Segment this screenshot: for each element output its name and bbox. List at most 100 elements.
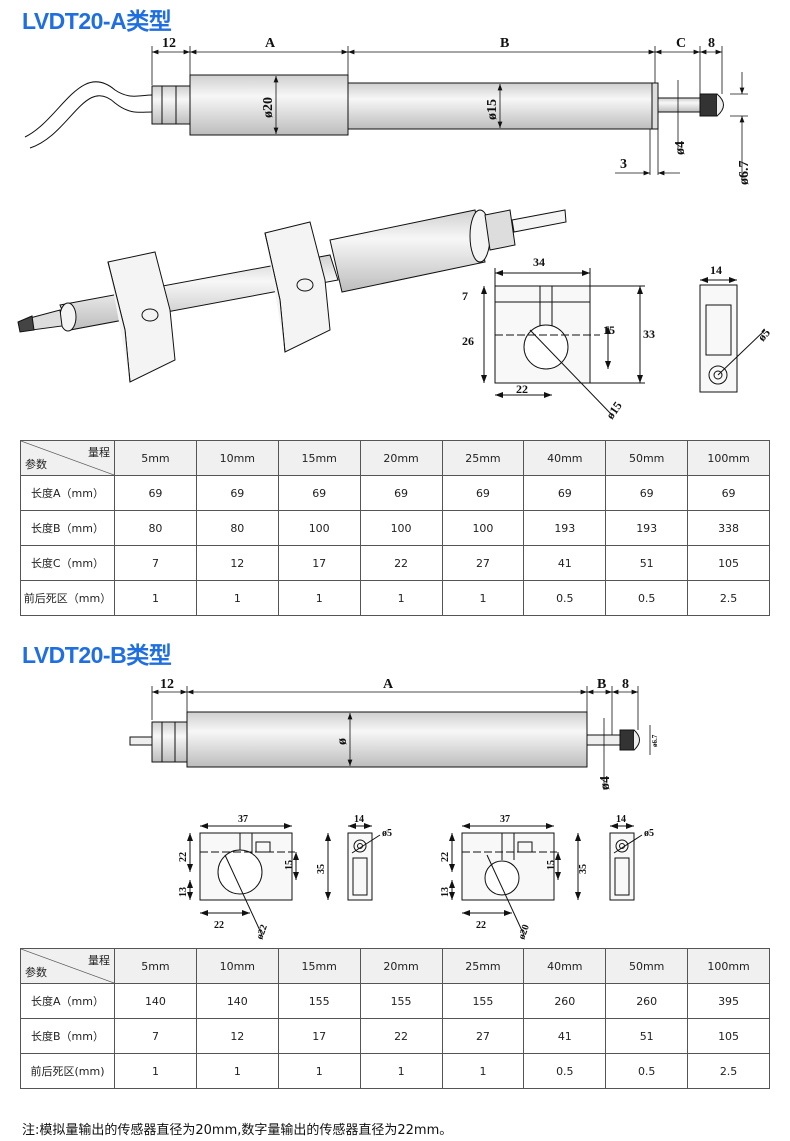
dim-8: 8: [708, 36, 715, 51]
dim-c: C: [676, 36, 686, 51]
br-side-dim-dia5: ø5: [644, 828, 654, 839]
bracket-b-left-front-view: [187, 823, 331, 936]
br-dim-13: 13: [440, 887, 451, 897]
br-dim-22w: 22: [476, 920, 486, 931]
range-header: 15mm: [277, 948, 361, 984]
table-cell: 69: [277, 475, 361, 511]
table-cell: 100: [359, 510, 443, 546]
bl-side-dim-dia5: ø5: [382, 828, 392, 839]
table-cell: 260: [605, 983, 689, 1019]
table-cell: 1: [359, 580, 443, 616]
bracket-dim-33: 33: [643, 327, 655, 341]
bracket-dim-34: 34: [533, 255, 545, 269]
table-cell: 1: [441, 580, 525, 616]
table-cell: 12: [195, 1018, 279, 1054]
bracket-b-right-front-view: [449, 823, 581, 936]
dim-3: 3: [620, 157, 627, 172]
range-header: 50mm: [605, 440, 689, 476]
b-dim-dia: ø: [335, 738, 350, 745]
table-cell: 1: [277, 580, 361, 616]
table-cell: 1: [441, 1053, 525, 1089]
table-cell: 0.5: [523, 1053, 607, 1089]
range-header: 25mm: [441, 440, 525, 476]
br-dim-37: 37: [500, 814, 510, 825]
table-cell: 27: [441, 1018, 525, 1054]
range-header: 20mm: [359, 440, 443, 476]
bracket-a-front-view: [481, 268, 645, 416]
section-b-title: LVDT20-B类型: [22, 642, 172, 668]
table-cell: 2.5: [687, 1053, 770, 1089]
b-dim-dia4: ø4: [598, 776, 613, 790]
range-header: 40mm: [523, 440, 607, 476]
table-cell: 338: [687, 510, 770, 546]
table-cell: 155: [359, 983, 443, 1019]
table-cell: 193: [605, 510, 689, 546]
range-header: 100mm: [687, 440, 770, 476]
bl-dim-22w: 22: [214, 920, 224, 931]
dim-dia6-7: ø6.7: [737, 161, 752, 186]
table-cell: 69: [687, 475, 770, 511]
table-cell: 69: [523, 475, 607, 511]
table-cell: 100: [441, 510, 525, 546]
bracket-dim-15: 15: [603, 323, 615, 337]
row-label: 长度C（mm）: [20, 545, 115, 581]
br-dim-15: 15: [546, 860, 557, 870]
table-cell: 1: [195, 1053, 279, 1089]
dim-dia15: ø15: [485, 99, 500, 120]
table-cell: 193: [523, 510, 607, 546]
table-cell: 51: [605, 1018, 689, 1054]
row-label: 前后死区（mm）: [20, 580, 115, 616]
table-cell: 41: [523, 545, 607, 581]
range-header: 100mm: [687, 948, 770, 984]
range-header: 40mm: [523, 948, 607, 984]
br-side-dim-14: 14: [616, 814, 626, 825]
corner-param-label: 参数: [25, 966, 47, 979]
table-cell: 0.5: [523, 580, 607, 616]
table-cell: 7: [114, 545, 197, 581]
bl-dim-35: 35: [316, 864, 327, 874]
dim-b: B: [500, 36, 509, 51]
table-cell: 69: [359, 475, 443, 511]
bracket-dim-dia15: ø15: [603, 399, 625, 422]
bracket-dim-26: 26: [462, 334, 474, 348]
bl-dim-dia22: ø22: [254, 923, 269, 941]
sensor-b-side-view: [129, 686, 651, 790]
br-dim-35: 35: [578, 864, 589, 874]
table-cell: 22: [359, 545, 443, 581]
table-cell: 41: [523, 1018, 607, 1054]
table-cell: 17: [277, 1018, 361, 1054]
corner-param-label: 参数: [25, 458, 47, 471]
range-header: 20mm: [359, 948, 443, 984]
table-cell: 12: [195, 545, 279, 581]
bracket-side-dim-14: 14: [710, 263, 722, 277]
b-dim-8: 8: [622, 677, 629, 692]
bracket-b-right-side-view: [609, 823, 643, 901]
table-cell: 395: [687, 983, 770, 1019]
bl-side-dim-14: 14: [354, 814, 364, 825]
table-cell: 140: [195, 983, 279, 1019]
table-cell: 7: [114, 1018, 197, 1054]
table-corner-cell: 量程参数: [20, 948, 115, 984]
br-dim-22h: 22: [440, 852, 451, 862]
bl-dim-13: 13: [178, 887, 189, 897]
dim-dia4: ø4: [673, 141, 688, 155]
table-cell: 0.5: [605, 580, 689, 616]
bracket-side-dim-dia5: ø5: [755, 326, 773, 344]
table-cell: 22: [359, 1018, 443, 1054]
b-dim-a: A: [383, 677, 394, 692]
range-header: 15mm: [277, 440, 361, 476]
table-cell: 260: [523, 983, 607, 1019]
corner-range-label: 量程: [88, 446, 110, 459]
footnote: 注:模拟量输出的传感器直径为20mm,数字量输出的传感器直径为22mm。: [22, 1123, 453, 1138]
table-cell: 69: [114, 475, 197, 511]
table-cell: 105: [687, 545, 770, 581]
table-cell: 155: [441, 983, 525, 1019]
table-cell: 69: [605, 475, 689, 511]
sensor-a-side-view: [24, 46, 748, 180]
bracket-dim-7: 7: [462, 289, 468, 303]
